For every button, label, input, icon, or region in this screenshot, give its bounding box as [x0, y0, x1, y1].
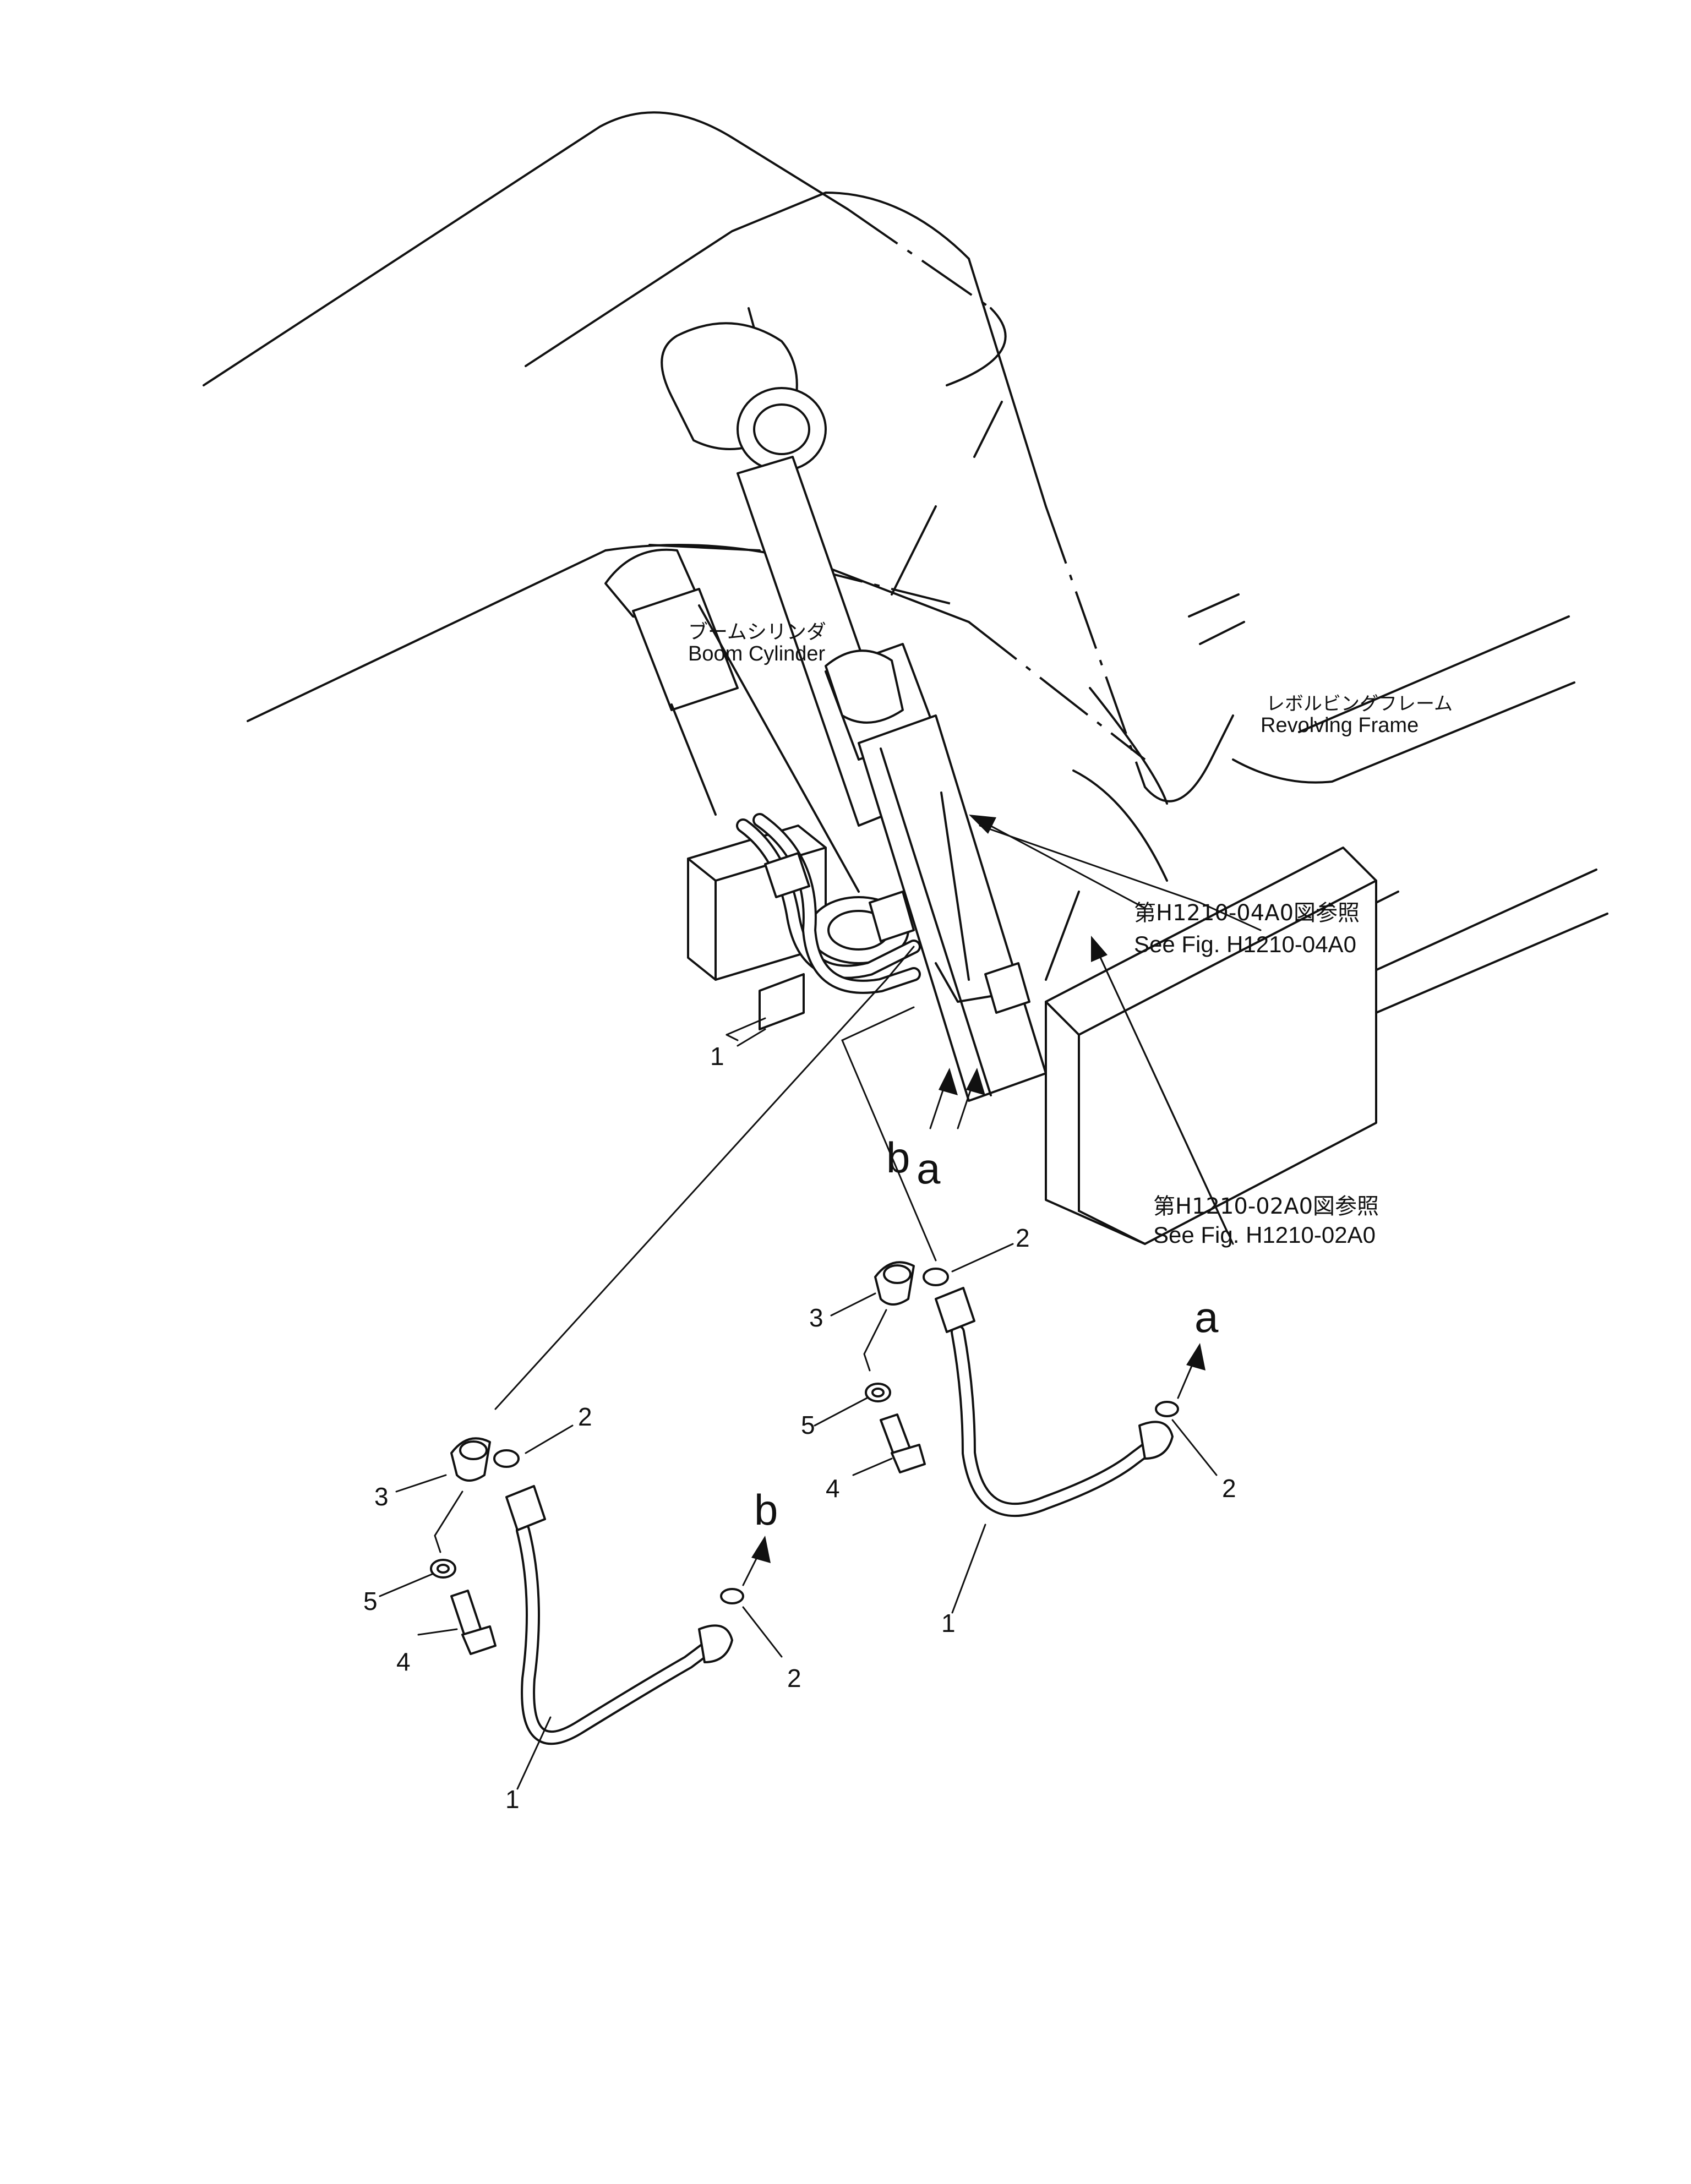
callout-right-2b: 2	[1222, 1474, 1236, 1503]
bolt-icon	[450, 1590, 497, 1655]
elbow-fitting-icon	[874, 1261, 915, 1306]
callout-right-1: 1	[941, 1609, 956, 1637]
hydraulic-hose-icon	[935, 1287, 1174, 1517]
o-ring-icon	[720, 1588, 744, 1604]
revolving-frame-label-en: Revolving Frame	[1261, 714, 1419, 737]
installed-hoses	[736, 791, 1080, 1014]
callout-left-2a: 2	[578, 1402, 592, 1431]
o-ring-icon	[923, 1268, 949, 1286]
callout-right-4: 4	[826, 1474, 840, 1503]
connection-label-b: b	[754, 1486, 778, 1534]
reference-arrows	[969, 815, 1229, 1234]
elbow-fitting-icon	[450, 1437, 491, 1482]
connection-arrows-machine	[929, 1068, 985, 1129]
bolt-icon	[880, 1413, 926, 1473]
boom-cylinder-label-en: Boom Cylinder	[688, 642, 826, 665]
callout-right-2a: 2	[1016, 1224, 1030, 1252]
reference-label-jp-2: 第H1210-02A0図参照	[1153, 1194, 1379, 1219]
right-exploded-assembly	[863, 1261, 1205, 1517]
boom-cylinder-label-jp: ブームシリンダ	[688, 621, 826, 643]
callout-main-1: 1	[710, 1042, 724, 1071]
revolving-frame-label-jp: レボルビングフレーム	[1266, 693, 1453, 715]
callout-right-3: 3	[809, 1303, 823, 1332]
callout-left-2b: 2	[787, 1664, 801, 1692]
connection-label-a-machine: a	[917, 1144, 941, 1193]
o-ring-icon	[493, 1449, 520, 1468]
washer-icon	[430, 1559, 456, 1579]
callout-left-1: 1	[505, 1785, 520, 1814]
reference-label-en-2: See Fig. H1210-02A0	[1153, 1222, 1376, 1248]
callout-left-5: 5	[363, 1587, 378, 1615]
reference-label-en-1: See Fig. H1210-04A0	[1134, 931, 1356, 957]
callout-right-5: 5	[801, 1411, 815, 1439]
o-ring-icon	[1155, 1401, 1179, 1417]
callout-left-4: 4	[396, 1647, 411, 1676]
washer-icon	[865, 1383, 891, 1402]
reference-label-jp-1: 第H1210-04A0図参照	[1134, 900, 1360, 926]
left-exploded-assembly	[430, 1437, 771, 1745]
frame-blocks	[687, 825, 1377, 1245]
callout-leaders	[379, 1028, 1218, 1790]
boom-cylinder	[604, 322, 1047, 1102]
connection-label-b-machine: b	[886, 1133, 910, 1182]
connection-label-a: a	[1194, 1293, 1219, 1341]
hydraulic-hose-icon	[505, 1485, 733, 1745]
callout-left-3: 3	[374, 1482, 389, 1511]
